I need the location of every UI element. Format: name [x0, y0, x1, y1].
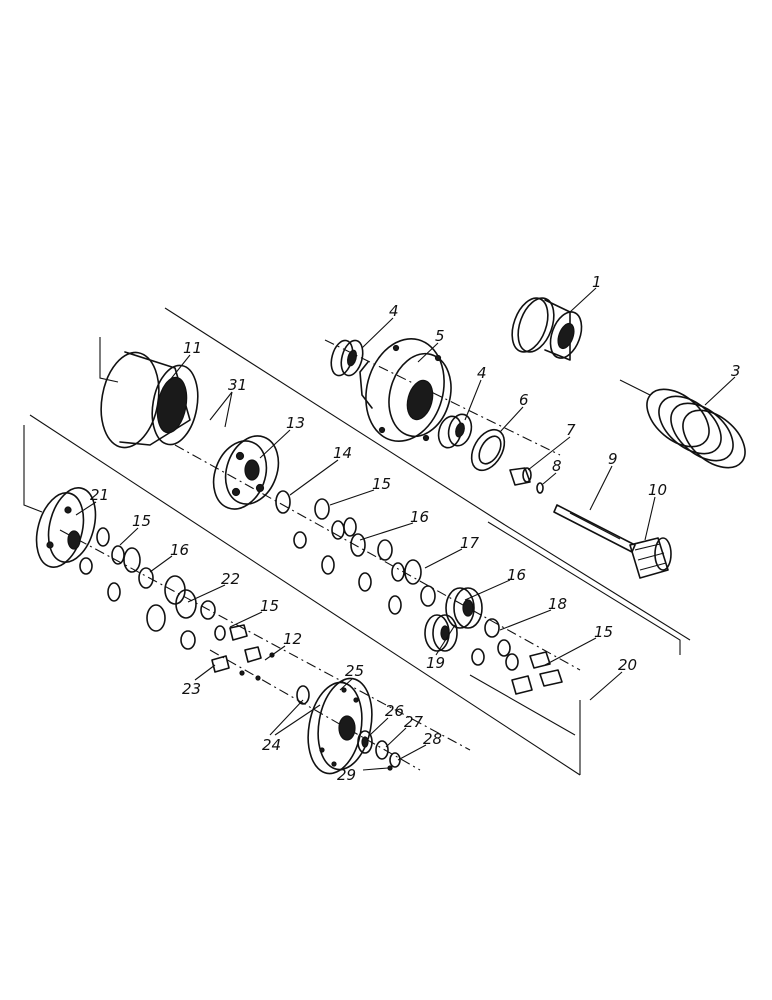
callout-4-right: 4: [477, 364, 487, 382]
callout-13: 13: [286, 414, 305, 432]
part-6-seal: [470, 428, 506, 472]
part-4-bearing-left: [330, 339, 364, 377]
part-19-planet-gears: [424, 587, 483, 652]
callout-15-d: 15: [594, 623, 613, 641]
callout-4-left: 4: [389, 302, 399, 320]
callout-20: 20: [618, 656, 637, 674]
part-1-sleeve: [511, 297, 583, 361]
callout-8: 8: [552, 457, 562, 475]
callout-16-c: 16: [507, 566, 526, 584]
callout-11: 11: [183, 339, 202, 357]
callout-15-c: 15: [260, 597, 279, 615]
callout-26: 26: [385, 702, 404, 720]
callout-6: 6: [519, 391, 529, 409]
callout-17: 17: [460, 534, 480, 552]
callout-15-a: 15: [372, 475, 391, 493]
callout-18: 18: [548, 595, 567, 613]
callout-21: 21: [90, 486, 109, 504]
part-4-bearing-right: [437, 413, 473, 449]
part-5-hub-housing: [359, 338, 452, 442]
part-8-ring: [536, 482, 544, 494]
callout-labels: 1 3 4 4 5 6 7 8 9 10 11 12 13 14 15 15 1…: [90, 273, 741, 784]
part-9-shaft: [553, 504, 636, 553]
stage1-pins: [471, 618, 563, 695]
callout-15-b: 15: [132, 512, 151, 530]
callout-23: 23: [182, 680, 201, 698]
callout-14: 14: [333, 444, 352, 462]
callout-28: 28: [423, 730, 442, 748]
callout-10: 10: [648, 481, 667, 499]
part-7-bushing: [509, 467, 532, 486]
callout-19: 19: [426, 654, 445, 672]
callout-24: 24: [262, 736, 281, 754]
callout-7: 7: [566, 421, 576, 439]
callout-31: 31: [228, 376, 247, 394]
callout-5: 5: [435, 327, 445, 345]
callout-9: 9: [608, 450, 618, 468]
part-13-carrier: [212, 435, 280, 510]
assembly-axes: [59, 339, 581, 771]
part-21-carrier: [35, 487, 97, 568]
callout-29: 29: [337, 766, 356, 784]
parts-26-29: [357, 730, 401, 771]
callout-16-a: 16: [410, 508, 429, 526]
callout-1: 1: [592, 273, 602, 291]
part-11-ring-gear: [100, 351, 199, 449]
part-3-rings: [646, 388, 746, 469]
stage2-small-parts: [79, 527, 310, 705]
callout-3: 3: [731, 362, 741, 380]
leader-lines: [75, 287, 736, 771]
callout-12: 12: [283, 630, 302, 648]
callout-25: 25: [345, 662, 364, 680]
callout-22: 22: [221, 570, 240, 588]
callout-16-b: 16: [170, 541, 189, 559]
stage1-small-parts: [275, 490, 436, 615]
group-frame-lines: [23, 307, 691, 776]
callout-27: 27: [404, 713, 424, 731]
part-10-sun-gear: [629, 537, 672, 579]
